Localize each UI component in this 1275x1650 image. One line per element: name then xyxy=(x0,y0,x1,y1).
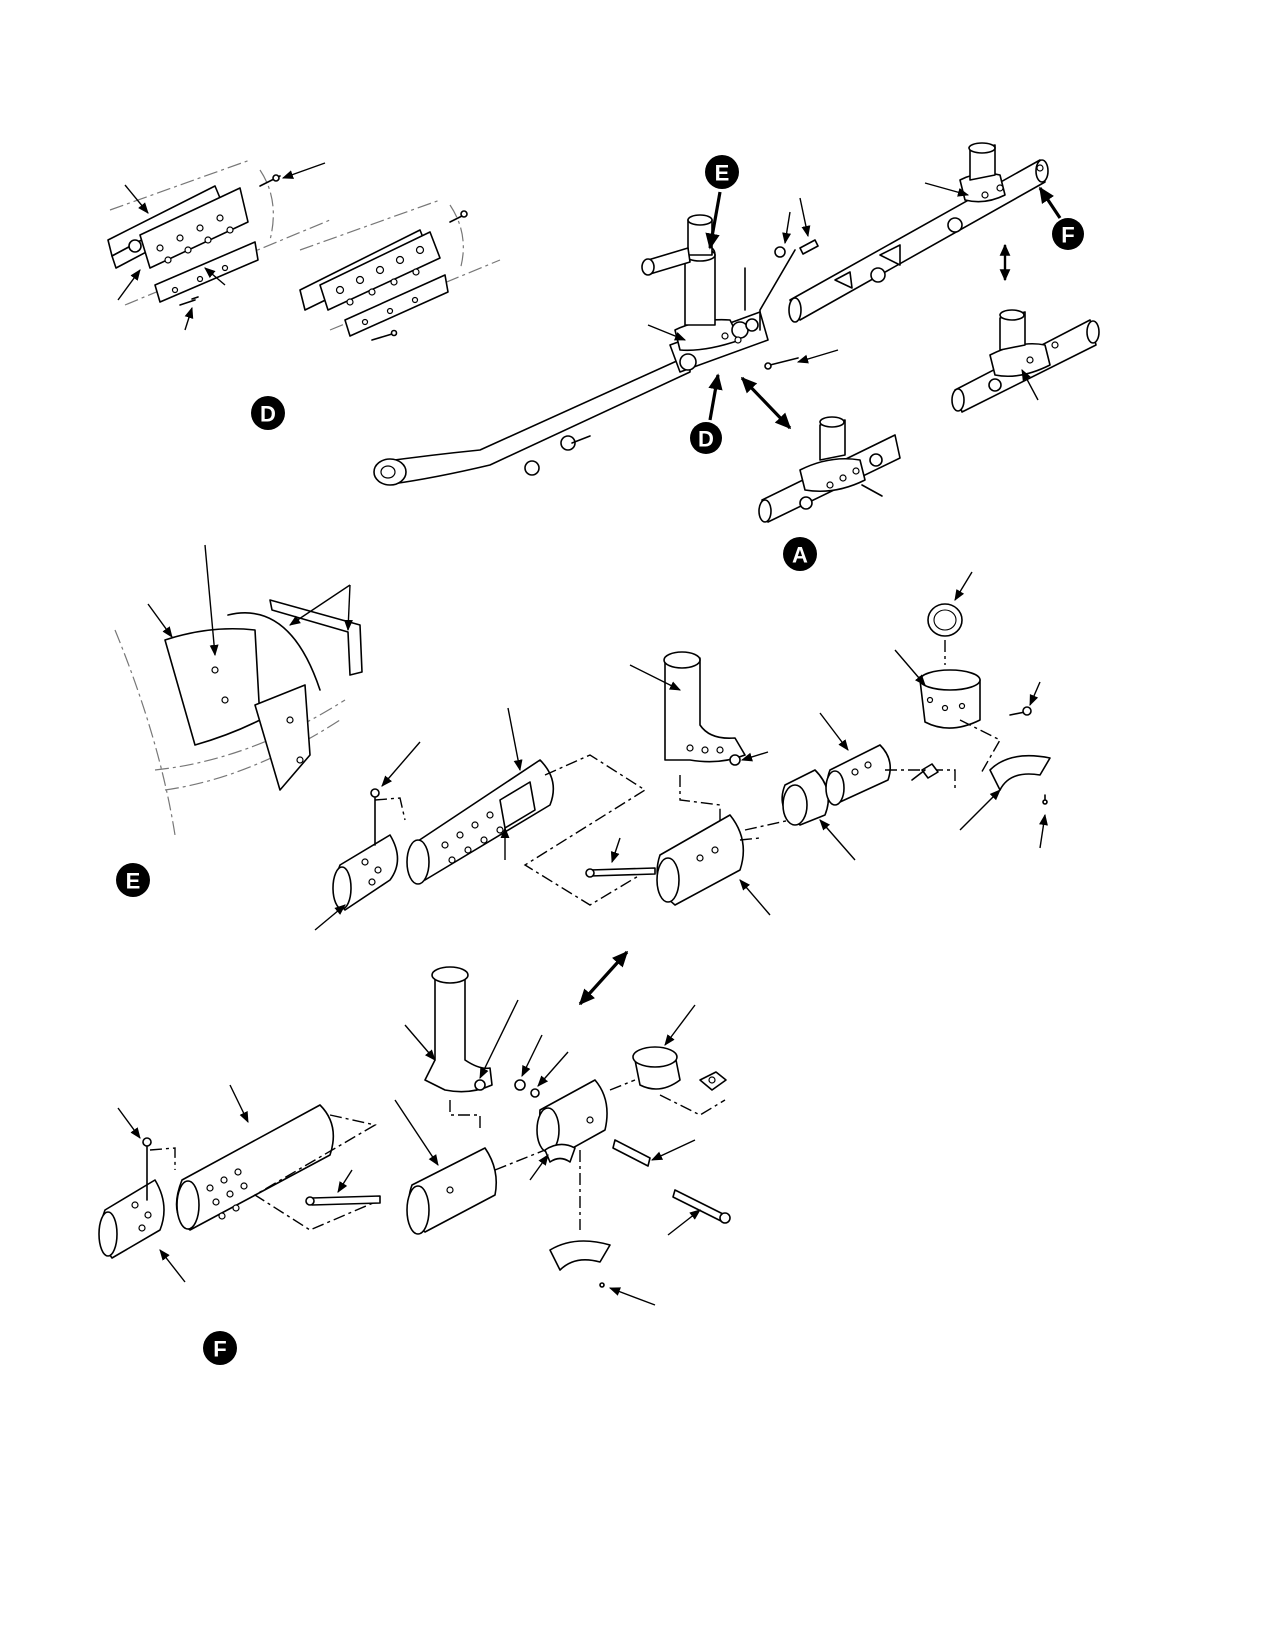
f-bolt xyxy=(672,1189,726,1223)
svg-text:D: D xyxy=(260,402,276,427)
tube-fitting-2 xyxy=(560,435,576,451)
d-plate-holes xyxy=(156,214,234,294)
e-bracket xyxy=(254,684,311,791)
main-assembly-view: E D F xyxy=(373,142,1100,571)
d-splice-plate-lower-2 xyxy=(344,274,449,337)
tube-fitting-1 xyxy=(524,460,540,476)
skid-tube-aft xyxy=(789,159,1046,321)
f-perforated-tube xyxy=(175,1104,335,1231)
detail-e-view: E xyxy=(114,544,1051,931)
d-plate-holes-2 xyxy=(335,245,425,326)
detail-d-view: D xyxy=(107,159,501,430)
svg-text:E: E xyxy=(126,869,141,894)
f-washer xyxy=(514,1079,526,1091)
callout-f-detail: F xyxy=(203,1331,237,1365)
callout-f-main: F xyxy=(1052,218,1084,250)
f-pin xyxy=(311,1195,381,1206)
washer xyxy=(774,246,786,258)
svg-text:D: D xyxy=(698,427,714,452)
e-strap xyxy=(227,612,321,691)
svg-text:F: F xyxy=(1061,223,1074,248)
callout-e-detail: E xyxy=(116,863,150,897)
e-socket xyxy=(664,657,746,763)
f-tube-holes xyxy=(206,1168,248,1220)
svg-text:F: F xyxy=(213,1337,226,1362)
d-screw-bottom xyxy=(179,296,199,306)
d-fitting-boss xyxy=(128,239,142,253)
nut xyxy=(799,239,819,255)
f-shaft xyxy=(612,1139,651,1167)
callout-a-main: A xyxy=(783,537,817,571)
d-splice-plate-upper xyxy=(139,187,249,269)
svg-text:A: A xyxy=(792,543,808,568)
svg-text:E: E xyxy=(715,161,730,186)
e-support-bracket xyxy=(269,599,363,676)
e-o-ring xyxy=(927,603,963,637)
e-perforated-tube xyxy=(407,759,555,881)
callout-e-main: E xyxy=(705,155,739,189)
f-socket xyxy=(424,971,493,1093)
detail-f-view: F xyxy=(98,950,731,1365)
e-shell xyxy=(989,754,1051,791)
callout-d-detail: D xyxy=(251,396,285,430)
f-shell xyxy=(549,1240,611,1271)
e-pin xyxy=(589,867,656,877)
aft-socket xyxy=(969,144,996,181)
e-fairing-plate xyxy=(164,628,261,746)
callout-d-main: D xyxy=(690,422,722,454)
f-nut xyxy=(530,1088,540,1098)
